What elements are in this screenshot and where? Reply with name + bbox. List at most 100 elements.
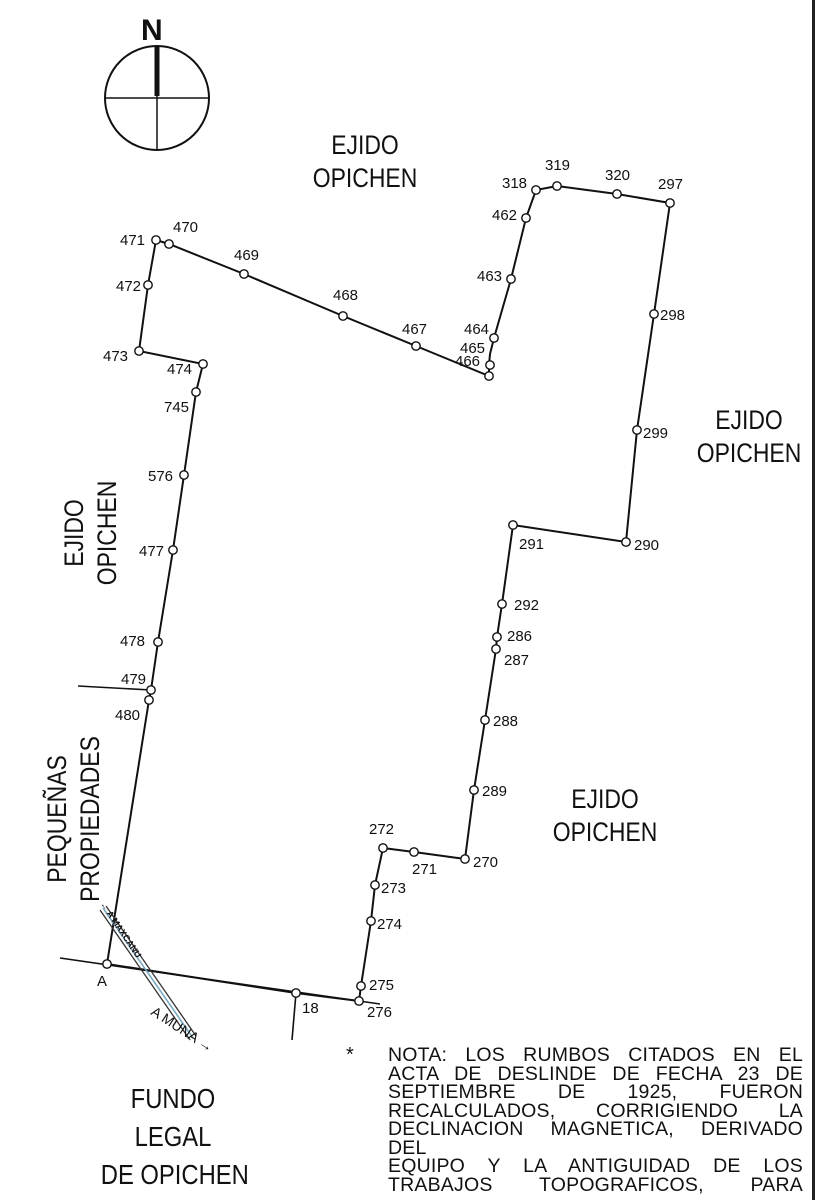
vertex-marker — [489, 333, 499, 343]
vertex-marker — [338, 311, 348, 321]
vertex-marker — [612, 189, 622, 199]
vertex-label: 18 — [302, 1000, 319, 1017]
road-line — [99, 905, 197, 1041]
vertex-label: 272 — [369, 821, 394, 838]
vertex-label: 464 — [464, 321, 489, 338]
vertex-marker — [102, 959, 112, 969]
vertex-marker — [164, 239, 174, 249]
vertex-label: 473 — [103, 348, 128, 365]
vertex-label: 276 — [367, 1004, 392, 1021]
vertex-label: 471 — [120, 232, 145, 249]
vertex-marker — [354, 996, 364, 1006]
vertex-label: 288 — [493, 713, 518, 730]
vertex-marker — [370, 880, 380, 890]
vertex-marker — [484, 371, 494, 381]
vertex-label: 479 — [121, 671, 146, 688]
vertex-marker — [134, 346, 144, 356]
vertex-marker — [239, 269, 249, 279]
property-boundary — [105, 184, 672, 1003]
note-text: NOTA: LOS RUMBOS CITADOS EN EL ACTA DE D… — [388, 1044, 803, 1196]
vertex-label: 467 — [402, 321, 427, 338]
vertex-marker — [469, 785, 479, 795]
vertex-marker — [378, 843, 388, 853]
road-label-maxcanu: ← A MAXCANU — [98, 900, 143, 960]
vertex-label: 468 — [333, 287, 358, 304]
vertex-label: 271 — [412, 861, 437, 878]
boundary-extension — [77, 685, 152, 691]
vertex-marker — [144, 695, 154, 705]
vertex-label: 477 — [139, 543, 164, 560]
vertex-label: 480 — [115, 707, 140, 724]
vertex-marker — [649, 309, 659, 319]
vertex-marker — [411, 341, 421, 351]
vertex-marker — [151, 235, 161, 245]
vertex-marker — [146, 685, 156, 695]
vertex-label: A — [97, 973, 107, 990]
vertex-marker — [198, 359, 208, 369]
vertex-label: 298 — [660, 307, 685, 324]
vertex-label: 289 — [482, 783, 507, 800]
vertex-label: 463 — [477, 268, 502, 285]
vertex-label: 470 — [173, 219, 198, 236]
vertex-label: 273 — [381, 880, 406, 897]
vertex-label: 290 — [634, 537, 659, 554]
vertex-marker — [366, 916, 376, 926]
north-letter: N — [141, 14, 163, 47]
vertex-marker — [497, 599, 507, 609]
vertex-label: 274 — [377, 916, 402, 933]
vertex-marker — [521, 213, 531, 223]
vertex-label: 472 — [116, 278, 141, 295]
vertex-marker — [665, 198, 675, 208]
vertex-label: 466 — [455, 353, 480, 370]
vertex-label: 297 — [658, 176, 683, 193]
vertex-marker — [291, 988, 301, 998]
vertex-label: 474 — [167, 361, 192, 378]
vertex-label: 286 — [507, 628, 532, 645]
vertex-marker — [506, 274, 516, 284]
vertex-marker — [179, 470, 189, 480]
vertex-label: 478 — [120, 633, 145, 650]
vertex-marker — [460, 854, 470, 864]
compass-rose-icon — [104, 45, 210, 151]
vertex-marker — [485, 360, 495, 370]
vertex-marker — [632, 425, 642, 435]
vertex-label: 745 — [164, 399, 189, 416]
vertex-label: 576 — [148, 468, 173, 485]
baseline-road — [59, 957, 381, 1005]
note-marker: * — [346, 1044, 354, 1066]
vertex-marker — [143, 280, 153, 290]
vertex-marker — [191, 387, 201, 397]
vertex-marker — [621, 537, 631, 547]
vertex-marker — [531, 185, 541, 195]
vertex-label: 469 — [234, 247, 259, 264]
vertex-label: 270 — [473, 854, 498, 871]
vertex-marker — [409, 847, 419, 857]
vertex-label: 465 — [460, 340, 485, 357]
vertex-marker — [168, 545, 178, 555]
vertex-label: 318 — [502, 175, 527, 192]
vertex-label: 320 — [605, 167, 630, 184]
vertex-marker — [153, 637, 163, 647]
vertex-label: 299 — [643, 425, 668, 442]
boundary-extension — [291, 992, 297, 1041]
vertex-marker — [480, 715, 490, 725]
vertex-marker — [491, 644, 501, 654]
vertex-marker — [492, 632, 502, 642]
vertex-label: 287 — [504, 652, 529, 669]
vertex-marker — [508, 520, 518, 530]
vertex-label: 319 — [545, 157, 570, 174]
page-edge — [812, 0, 815, 1200]
vertex-label: 291 — [519, 536, 544, 553]
vertex-label: 292 — [514, 597, 539, 614]
vertex-label: 462 — [492, 207, 517, 224]
road-label-muna: A MUNA → — [148, 1003, 216, 1055]
vertex-marker — [356, 981, 366, 991]
vertex-marker — [552, 181, 562, 191]
